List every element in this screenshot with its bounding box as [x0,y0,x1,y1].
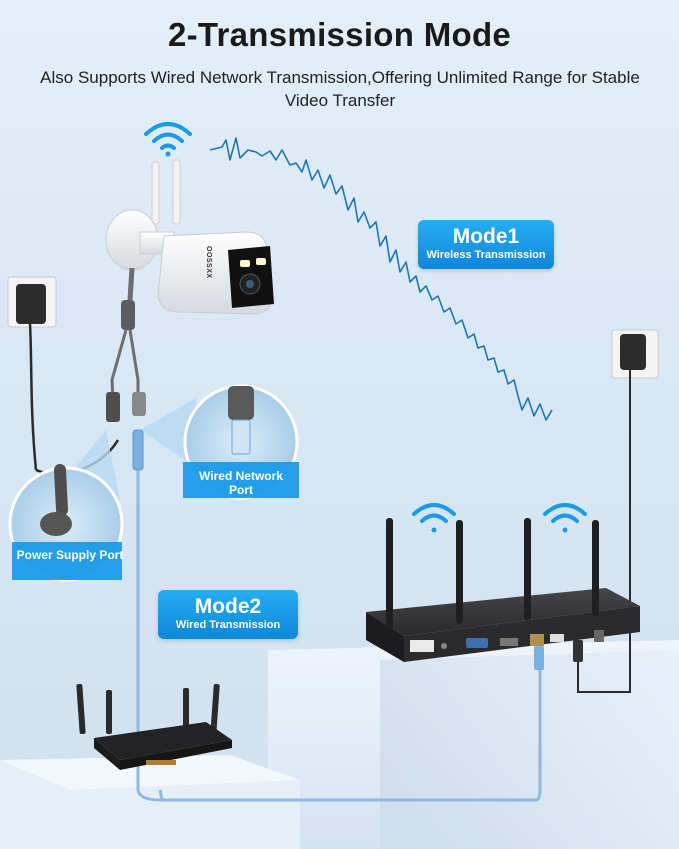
mode1-badge: Mode1 Wireless Transmission [418,220,554,269]
power-supply-port-label: Power Supply Port [16,548,124,562]
wired-port-callout-bubble [140,384,299,500]
wave-signal-icon [209,137,553,421]
page-subtitle: Also Supports Wired Network Transmission… [40,68,640,110]
mode1-caption: Wireless Transmission [426,249,546,261]
wifi-icon [412,503,456,533]
mode2-badge: Mode2 Wired Transmission [158,590,298,639]
camera-icon [105,159,274,422]
mode2-title: Mode2 [194,595,262,618]
power-port-callout-bubble [8,430,124,582]
wifi-icon [144,122,192,157]
pedestals [0,640,679,849]
wifi-icon [543,503,587,533]
router-icon [76,683,232,770]
mode2-caption: Wired Transmission [175,619,281,631]
network-cable [132,429,542,802]
wired-network-port-label: Wired Network Port [199,469,283,497]
page-title: 2-Transmission Mode [167,16,512,53]
power-adapter-icon [577,329,659,693]
mode1-title: Mode1 [452,225,520,248]
nvr-icon [366,518,640,670]
camera-brand-label: OOSSXX [205,246,212,279]
